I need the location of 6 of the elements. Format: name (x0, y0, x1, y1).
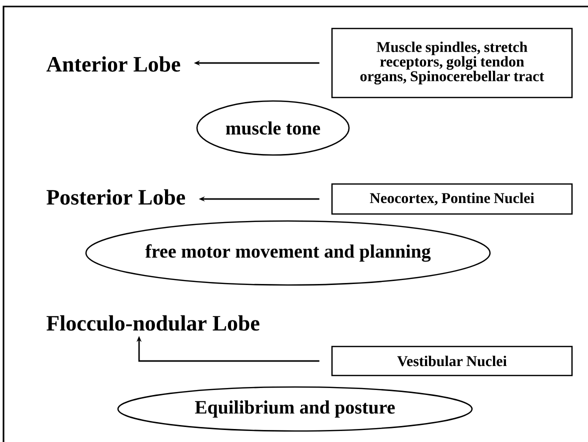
lobe-label: Flocculo-nodular Lobe (46, 315, 260, 331)
lobe-label: Anterior Lobe (46, 56, 180, 72)
source-box: Muscle spindles, stretch receptors, golgi tendon organs, Spinocerebellar tract (331, 28, 573, 98)
source-box: Neocortex, Pontine Nuclei (331, 183, 573, 215)
lobe-label: Posterior Lobe (46, 189, 186, 205)
source-box: Vestibular Nuclei (331, 346, 573, 376)
